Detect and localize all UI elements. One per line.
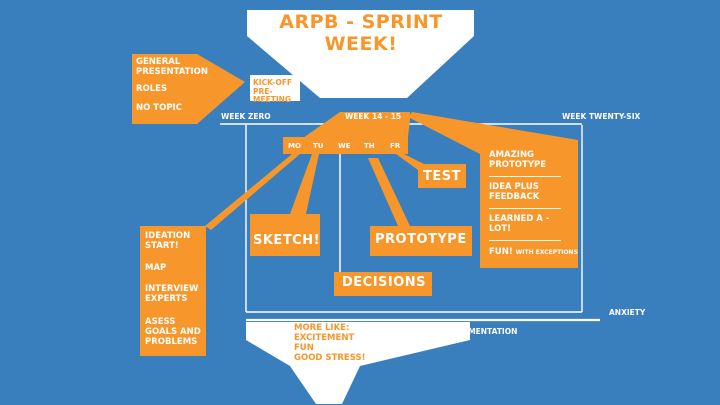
fr-connector bbox=[396, 154, 424, 170]
sketch-box-shape bbox=[250, 214, 320, 256]
kickoff-box-shape bbox=[132, 54, 245, 124]
test-box-shape bbox=[418, 164, 466, 188]
result-separator bbox=[489, 208, 561, 209]
bottom-funnel-shape bbox=[246, 322, 470, 404]
decisions-label: DECISIONS bbox=[342, 275, 427, 290]
tu-connector bbox=[290, 154, 319, 214]
monday-box-shape bbox=[140, 226, 206, 356]
top-funnel-shape bbox=[247, 10, 474, 98]
timeline-end-label: WEEK TWENTY-SIX bbox=[562, 112, 641, 121]
result-item-prototype: AMAZING PROTOTYPE bbox=[489, 150, 547, 170]
result-separator bbox=[489, 240, 561, 241]
prototype-label: PROTOTYPE bbox=[375, 232, 467, 247]
monday-item-map: MAP bbox=[145, 263, 167, 273]
day-tu: TU bbox=[313, 142, 324, 150]
result-item-fun: FUN! WITH EXCEPTIONS bbox=[489, 247, 578, 258]
prototype-box-shape bbox=[370, 226, 472, 256]
monday-item-goals: ASESS GOALS AND PROBLEMS bbox=[145, 317, 201, 347]
monday-item-interview: INTERVIEW EXPERTS bbox=[145, 284, 199, 304]
more-like-line-1: MORE LIKE: bbox=[294, 323, 350, 333]
day-fr: FR bbox=[390, 142, 401, 150]
more-like-line-3: FUN bbox=[294, 343, 314, 353]
kickoff-item-no-topic: NO TOPIC bbox=[136, 103, 182, 113]
day-th: TH bbox=[364, 142, 375, 150]
day-we: WE bbox=[338, 142, 351, 150]
kickoff-item-roles: ROLES bbox=[136, 84, 168, 94]
more-like-line-4: GOOD STRESS! bbox=[294, 353, 366, 363]
kickoff-tag-shape bbox=[250, 75, 300, 101]
sketch-label: SKETCH! bbox=[253, 233, 321, 248]
result-item-feedback: IDEA PLUS FEEDBACK bbox=[489, 182, 540, 202]
page-title: ARPB - SPRINT WEEK! bbox=[279, 11, 443, 55]
results-box-shape bbox=[480, 140, 578, 268]
timeline-start-label: WEEK ZERO bbox=[221, 112, 271, 121]
result-separator bbox=[489, 176, 561, 177]
monday-item-ideation: IDEATION START! bbox=[145, 231, 191, 251]
documentation-label: DOCUMENTATION bbox=[444, 327, 518, 336]
anxiety-label: ANXIETY bbox=[609, 308, 646, 317]
more-like-line-2: EXCITEMENT bbox=[294, 333, 355, 343]
th-connector bbox=[368, 158, 410, 226]
mo-connector bbox=[205, 154, 300, 230]
result-item-learned: LEARNED A - LOT! bbox=[489, 214, 550, 234]
kickoff-item-general: GENERAL PRESENTATION bbox=[136, 57, 208, 77]
days-bar-shape bbox=[283, 137, 408, 154]
result-fun-note: WITH EXCEPTIONS bbox=[515, 249, 578, 256]
day-mo: MO bbox=[288, 142, 301, 150]
timeline-middle-label: WEEK 14 - 15 bbox=[345, 112, 402, 121]
kickoff-tag: KICK-OFF PRE-MEETING bbox=[253, 78, 293, 105]
decisions-box-shape bbox=[334, 272, 432, 296]
result-fun-text: FUN! bbox=[489, 247, 513, 257]
test-label: TEST bbox=[423, 169, 461, 184]
